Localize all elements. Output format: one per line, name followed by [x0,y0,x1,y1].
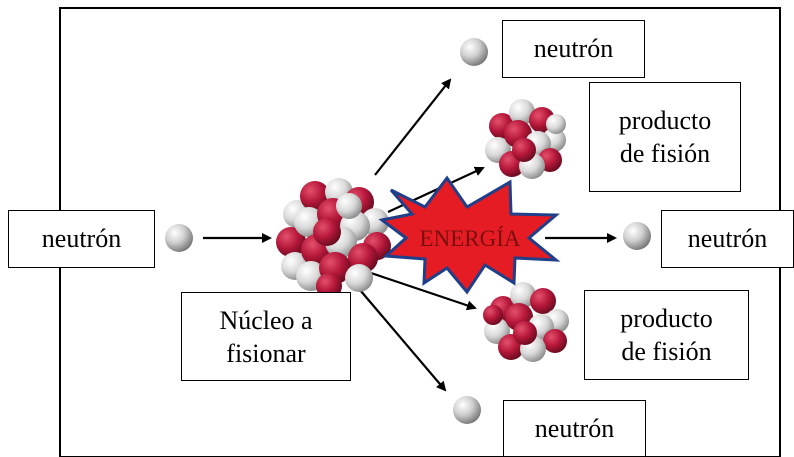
right-neutron-label: neutrón [661,210,794,268]
neutron-sphere [336,193,362,219]
neutron-sphere [345,264,373,292]
bottom-neutron-particle [453,396,481,424]
neutron-sphere [509,99,535,125]
proton-sphere [483,305,503,325]
top-product-line2: de fisión [619,139,711,168]
bottom-product-label: producto de fisión [584,290,749,380]
proton-sphere [512,138,536,162]
fission-product-top [485,99,566,179]
nucleus-label: Núcleo a fisionar [181,292,351,381]
proton-sphere [276,227,306,257]
bottom-product-line1: producto [620,304,713,333]
incoming-neutron-label: neutrón [8,210,155,268]
proton-sphere [530,288,556,314]
neutron-sphere [510,282,536,308]
top-product-line1: producto [618,106,712,135]
bottom-neutron-label: neutrón [503,400,646,457]
top-neutron-label: neutrón [502,20,645,78]
arrow-to-bottom-product [367,270,477,311]
right-neutron-text: neutrón [687,224,768,253]
energy-burst-icon [378,175,561,295]
top-neutron-text: neutrón [533,34,614,63]
proton-sphere [513,321,537,345]
top-product-label: producto de fisión [589,82,741,192]
incoming-neutron-particle [165,224,193,252]
proton-sphere [543,329,567,353]
right-neutron-particle [623,222,651,250]
proton-sphere [313,218,341,246]
top-neutron-particle [460,38,488,66]
nucleus-label-line2: fisionar [226,338,306,368]
bottom-product-line2: de fisión [621,337,712,366]
neutron-sphere [546,114,566,134]
bottom-neutron-text: neutrón [534,413,615,443]
incoming-neutron-text: neutrón [41,224,122,253]
arrow-to-bottom-neutron [359,289,447,392]
nucleus-label-line1: Núcleo a [219,305,313,335]
fissile-nucleus [276,178,391,299]
arrow-to-top-neutron [374,78,452,176]
energy-label: ENERGÍA [420,226,521,251]
fission-product-bottom [483,282,569,362]
